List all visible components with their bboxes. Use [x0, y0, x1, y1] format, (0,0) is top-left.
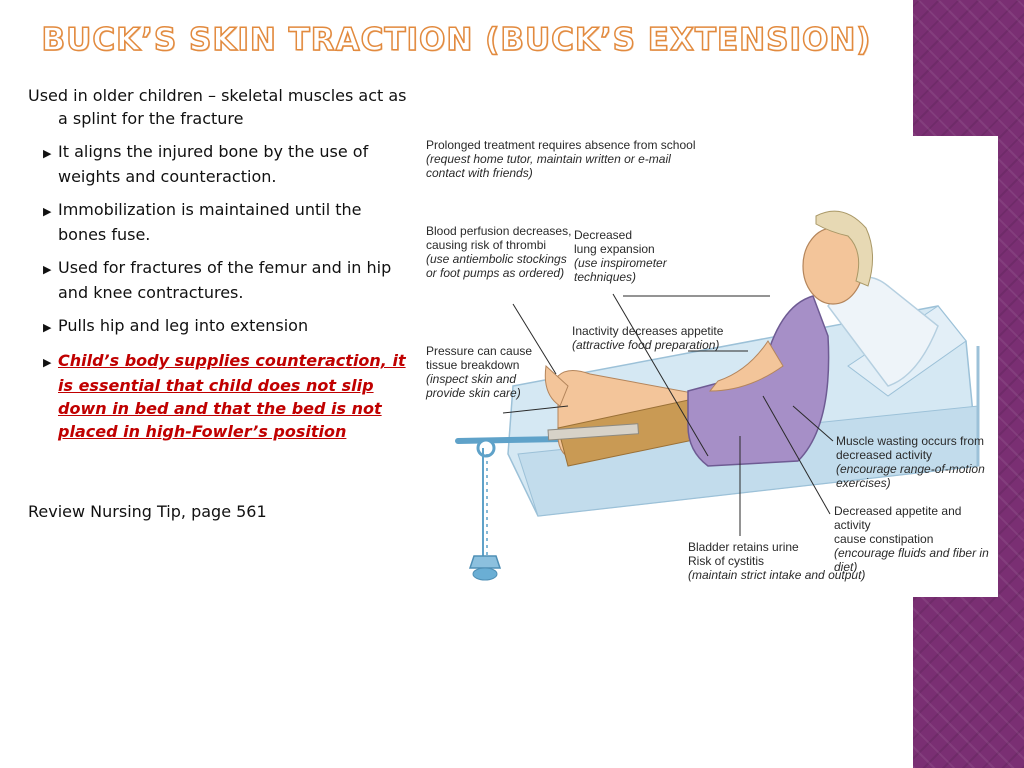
patient-arm-icon	[708, 340, 784, 392]
bullet-item: ▶ Used for fractures of the femur and in …	[28, 256, 408, 304]
bullet-item: ▶ Immobilization is maintained until the …	[28, 198, 408, 246]
bullet-arrow-icon: ▶	[43, 321, 52, 334]
label-constipation: Decreased appetite and activity cause co…	[834, 504, 989, 574]
bullet-text: Immobilization is maintained until the b…	[58, 200, 362, 244]
label-muscle: Muscle wasting occurs from decreased act…	[836, 434, 985, 490]
bullet-text: Pulls hip and leg into extension	[58, 316, 309, 335]
label-pressure: Pressure can cause tissue breakdown (ins…	[426, 344, 533, 400]
bullet-arrow-icon: ▶	[43, 205, 52, 218]
bullet-text: Used for fractures of the femur and in h…	[58, 258, 392, 302]
label-blood: Blood perfusion decreases, causing risk …	[426, 224, 572, 280]
bullet-item: ▶ Pulls hip and leg into extension	[28, 314, 408, 339]
label-school: Prolonged treatment requires absence fro…	[426, 138, 696, 180]
slide-body: Used in older children – skeletal muscle…	[28, 84, 408, 453]
bullet-text: It aligns the injured bone by the use of…	[58, 142, 369, 186]
slide-title: BUCK’S SKIN TRACTION (BUCK’S EXTENSION)	[41, 21, 872, 59]
bullet-item: ▶ It aligns the injured bone by the use o…	[28, 140, 408, 188]
patient-bed-drawing	[455, 210, 980, 581]
intro-paragraph: Used in older children – skeletal muscle…	[28, 86, 407, 128]
label-appetite: Inactivity decreases appetite (attractiv…	[572, 324, 724, 352]
traction-pulley-icon	[455, 436, 566, 581]
review-note: Review Nursing Tip, page 561	[28, 502, 267, 521]
label-bladder: Bladder retains urine Risk of cystitis (…	[688, 540, 866, 582]
bandaged-leg-icon	[544, 364, 704, 467]
leader-lines	[502, 293, 834, 536]
bullet-arrow-icon: ▶	[43, 147, 52, 160]
traction-illustration: Prolonged treatment requires absence fro…	[418, 136, 998, 597]
highlight-bullet-item: ▶ Child’s body supplies counteraction, it…	[28, 349, 408, 443]
bullet-arrow-icon: ▶	[43, 263, 52, 276]
patient-gown-icon	[687, 295, 830, 467]
label-lung: Decreased lung expansion (use inspiromet…	[574, 228, 667, 284]
bullet-arrow-icon: ▶	[43, 356, 52, 369]
patient-head-icon	[802, 210, 873, 305]
highlight-bullet-text: Child’s body supplies counteraction, it …	[58, 351, 406, 441]
